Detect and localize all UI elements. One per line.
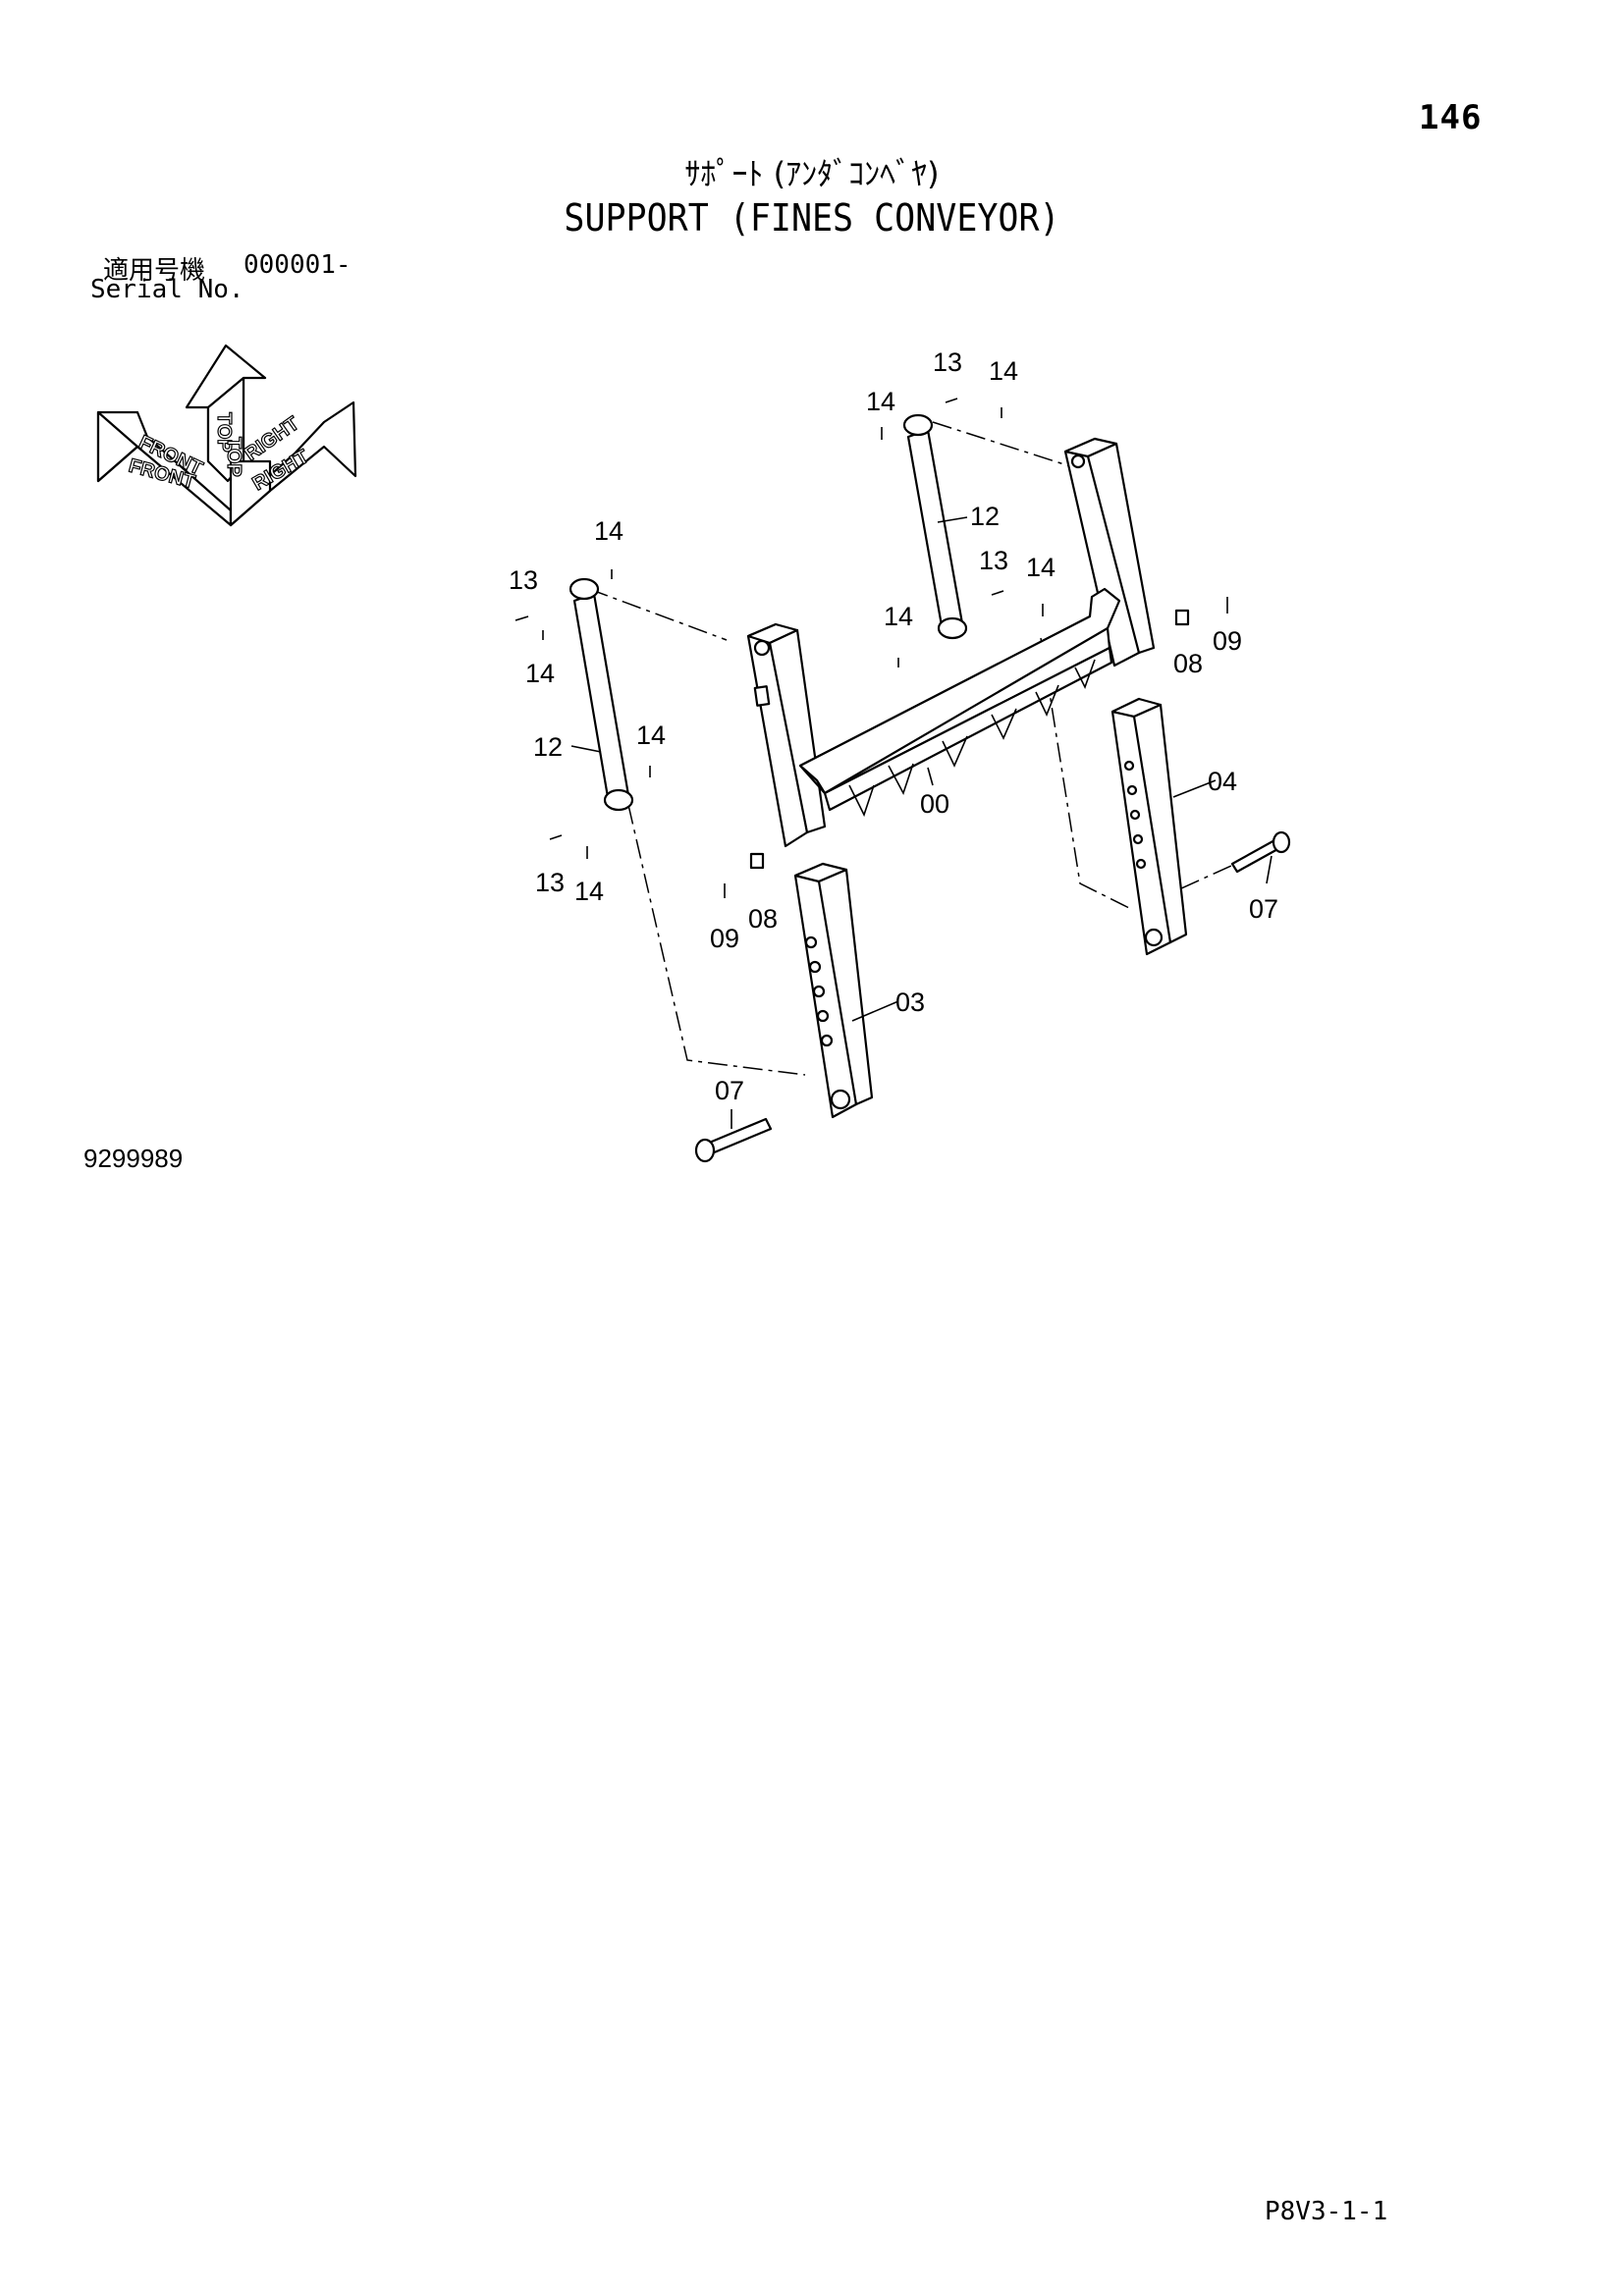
page-number: 146 bbox=[1419, 98, 1483, 137]
callout-09-right: 09 bbox=[1213, 626, 1242, 656]
callout-14-left: 14 bbox=[525, 659, 555, 688]
callout-07-left: 07 bbox=[715, 1076, 744, 1105]
callout-13-mid: 13 bbox=[979, 546, 1008, 575]
callout-14-mid-left: 14 bbox=[884, 602, 913, 631]
orientation-top-label-2: TOP bbox=[223, 437, 244, 477]
callout-labels: 00 03 04 07 07 08 08 09 09 12 12 13 13 1… bbox=[509, 347, 1278, 1105]
callout-09-left: 09 bbox=[710, 924, 739, 953]
callout-03: 03 bbox=[895, 988, 925, 1017]
callout-14-upper: 14 bbox=[594, 516, 623, 546]
callout-07-right: 07 bbox=[1249, 894, 1278, 924]
callout-12-right: 12 bbox=[970, 502, 1000, 531]
small-hardware bbox=[514, 398, 1228, 898]
callout-13-top: 13 bbox=[933, 347, 962, 377]
callout-14-top-left: 14 bbox=[866, 387, 895, 416]
serial-label-japanese: 適用号機 bbox=[103, 256, 206, 286]
callout-12-left: 12 bbox=[533, 732, 563, 762]
callout-08-left: 08 bbox=[748, 904, 778, 934]
main-frame-part-00 bbox=[746, 437, 1156, 848]
alignment-lines bbox=[588, 421, 1263, 1076]
callout-14-top-right: 14 bbox=[989, 356, 1018, 386]
cylinder-part-12-left bbox=[568, 577, 634, 812]
callout-14-lower: 14 bbox=[574, 877, 604, 906]
pin-part-07-left bbox=[694, 1117, 773, 1163]
title-japanese: ｻﾎﾟｰﾄ (ｱﾝﾀﾞｺﾝﾍﾞﾔ) bbox=[684, 155, 940, 192]
cylinder-part-12-right bbox=[902, 413, 968, 640]
orientation-indicator: TOP TOP FRONT FRONT RIGHT RIGHT bbox=[96, 344, 357, 527]
callout-13-upper-left: 13 bbox=[509, 565, 538, 595]
callout-14-cylinder: 14 bbox=[636, 721, 666, 750]
title-english: SUPPORT (FINES CONVEYOR) bbox=[564, 196, 1060, 240]
callout-13-lower-left: 13 bbox=[535, 868, 565, 897]
leg-part-04 bbox=[1110, 697, 1188, 956]
page-code: P8V3-1-1 bbox=[1265, 2197, 1388, 2226]
pin-part-07-right bbox=[1230, 830, 1291, 874]
callout-04: 04 bbox=[1208, 767, 1237, 796]
callout-14-mid-right: 14 bbox=[1026, 553, 1056, 582]
drawing-number: 9299989 bbox=[83, 1144, 184, 1173]
callout-00: 00 bbox=[920, 789, 949, 819]
serial-number: 000001- bbox=[244, 250, 352, 280]
callout-08-right: 08 bbox=[1173, 649, 1203, 678]
serial-label-english: Serial No. bbox=[90, 275, 244, 304]
leg-part-03 bbox=[793, 862, 874, 1119]
orientation-top-label: TOP bbox=[213, 412, 235, 453]
leader-lines bbox=[570, 516, 1272, 1129]
